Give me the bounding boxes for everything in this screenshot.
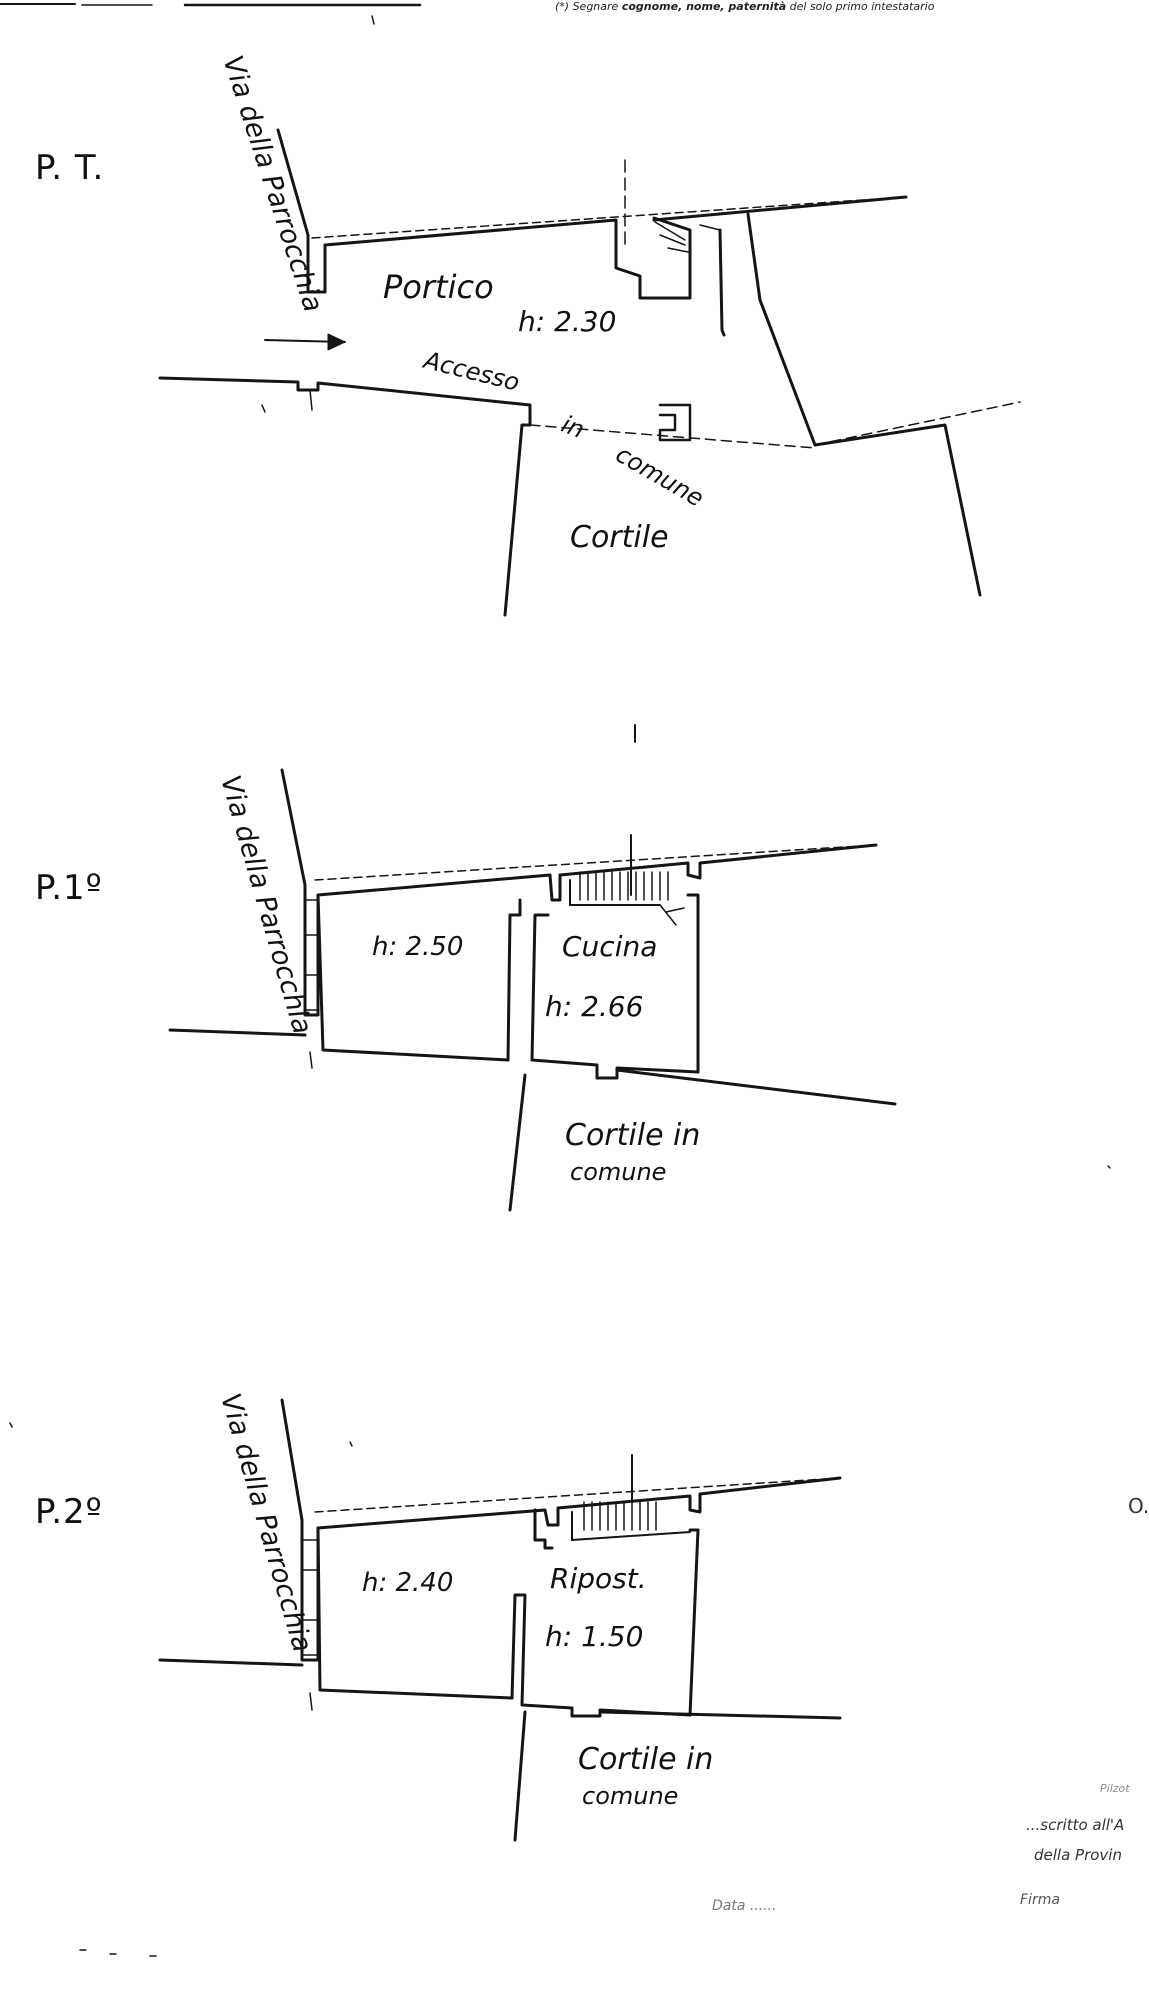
second-floor-courtyard-line2: comune [582,1782,679,1810]
first-floor-courtyard-line1: Cortile in [565,1118,701,1153]
first-floor-plan [168,724,897,1212]
margin-signature: Firma [1020,1892,1060,1908]
margin-o-fragment: O. [1128,1494,1149,1518]
second-floor-courtyard-line1: Cortile in [578,1742,714,1777]
first-floor-stairs [579,871,669,901]
second-floor-room1-height: h: 2.40 [362,1568,454,1598]
ground-floor-plan [158,128,1021,617]
first-floor-courtyard-line2: comune [570,1158,667,1186]
margin-province: della Provin [1034,1846,1122,1864]
margin-filed-fragment: Pilzot [1100,1782,1130,1795]
margin-enrolled: ...scritto all'A [1026,1816,1125,1834]
second-floor-label: P.2º [35,1492,103,1532]
second-floor-plan [158,1398,842,1842]
first-floor-room1-height: h: 2.50 [372,932,464,962]
ground-floor-label: P. T. [35,148,105,188]
portico-room-height: h: 2.30 [518,305,617,338]
kitchen-room-name: Cucina [562,930,658,963]
storage-room-name: Ripost. [550,1562,647,1595]
header-note-bold: cognome, nome, paternità [621,0,787,13]
header-note-prefix: (*) Segnare [555,0,619,13]
storage-room-height: h: 1.50 [545,1620,644,1653]
scan-marks [9,15,1111,1957]
portico-room-name: Portico [383,268,494,306]
header-note-suffix: del solo primo intestatario [789,0,935,13]
kitchen-room-height: h: 2.66 [545,990,644,1023]
ground-floor-courtyard: Cortile [570,520,669,555]
second-floor-stairs [583,1501,657,1531]
first-floor-label: P.1º [35,868,103,908]
margin-date: Data ...... [712,1898,777,1914]
header-rule [0,3,422,7]
header-note: (*) Segnare cognome, nome, paternità del… [555,0,934,13]
